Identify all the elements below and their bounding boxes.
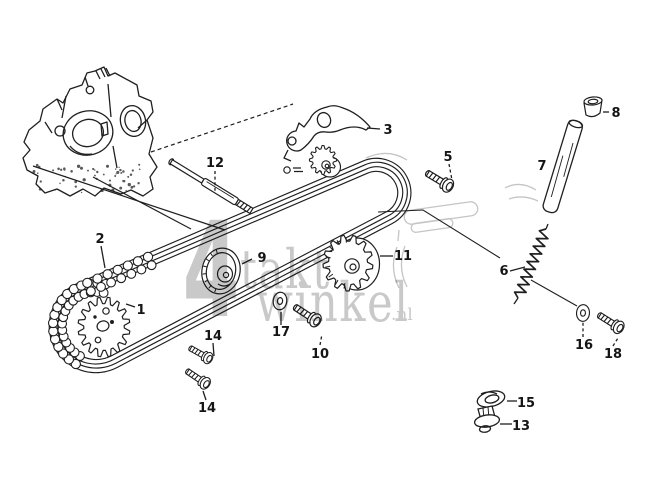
part-label-5: 5 bbox=[443, 150, 452, 165]
watermark-digit: 4 bbox=[183, 193, 240, 347]
phantom-parts bbox=[365, 152, 539, 289]
tensioner-spring bbox=[513, 223, 549, 305]
part-label-14a: 14 bbox=[204, 329, 222, 344]
stud-boss bbox=[85, 85, 95, 95]
crankcase-sketch bbox=[22, 66, 158, 197]
pivot-pin bbox=[283, 166, 291, 174]
part-label-15: 15 bbox=[517, 396, 535, 411]
part-label-1: 1 bbox=[136, 303, 145, 318]
sealing-plug-13 bbox=[473, 405, 501, 433]
washer-16 bbox=[575, 303, 591, 323]
part-label-2: 2 bbox=[95, 232, 104, 247]
cam-chain bbox=[47, 157, 412, 374]
chain-roller bbox=[201, 247, 241, 295]
leader-lines bbox=[100, 111, 619, 425]
location-lines bbox=[32, 103, 294, 231]
part-label-7: 7 bbox=[537, 159, 546, 174]
part-label-9: 9 bbox=[257, 251, 266, 266]
part-label-12: 12 bbox=[206, 156, 224, 171]
watermark: 4 takt winkel .nl bbox=[183, 193, 413, 347]
bolt-location-line bbox=[530, 279, 578, 307]
part-label-14b: 14 bbox=[198, 401, 216, 416]
flange-bolt-18 bbox=[594, 308, 627, 337]
part-labels: 1 2 3 5 6 7 8 9 10 11 12 13 14 14 15 16 … bbox=[95, 106, 622, 434]
part-label-3: 3 bbox=[383, 123, 392, 138]
flange-bolt-14b bbox=[182, 364, 214, 392]
spring-location-line bbox=[377, 209, 501, 259]
casting-stipple bbox=[32, 163, 141, 194]
idler-sprocket bbox=[283, 144, 342, 178]
chain-link-rollers bbox=[47, 251, 157, 370]
part-label-8: 8 bbox=[611, 106, 620, 121]
tensioner-rod bbox=[168, 158, 254, 215]
watermark-word2: winkel bbox=[256, 271, 410, 334]
watermark-suffix: .nl bbox=[391, 305, 413, 325]
tensioner-sprocket bbox=[322, 234, 381, 292]
part-label-17: 17 bbox=[272, 325, 290, 340]
bearing-opening bbox=[62, 110, 114, 156]
part-label-16: 16 bbox=[575, 338, 593, 353]
part-label-10: 10 bbox=[311, 347, 329, 362]
watermark-word1: takt bbox=[240, 239, 331, 301]
cam-sprocket bbox=[77, 296, 131, 358]
part-label-6: 6 bbox=[499, 264, 508, 279]
part-label-13: 13 bbox=[512, 419, 530, 434]
part-label-11: 11 bbox=[394, 249, 412, 264]
tensioner-arm bbox=[283, 105, 371, 162]
push-rod-tube bbox=[542, 119, 584, 214]
sealing-cap bbox=[583, 96, 603, 118]
part-label-18: 18 bbox=[604, 347, 622, 362]
sealing-washer-15 bbox=[476, 390, 506, 408]
